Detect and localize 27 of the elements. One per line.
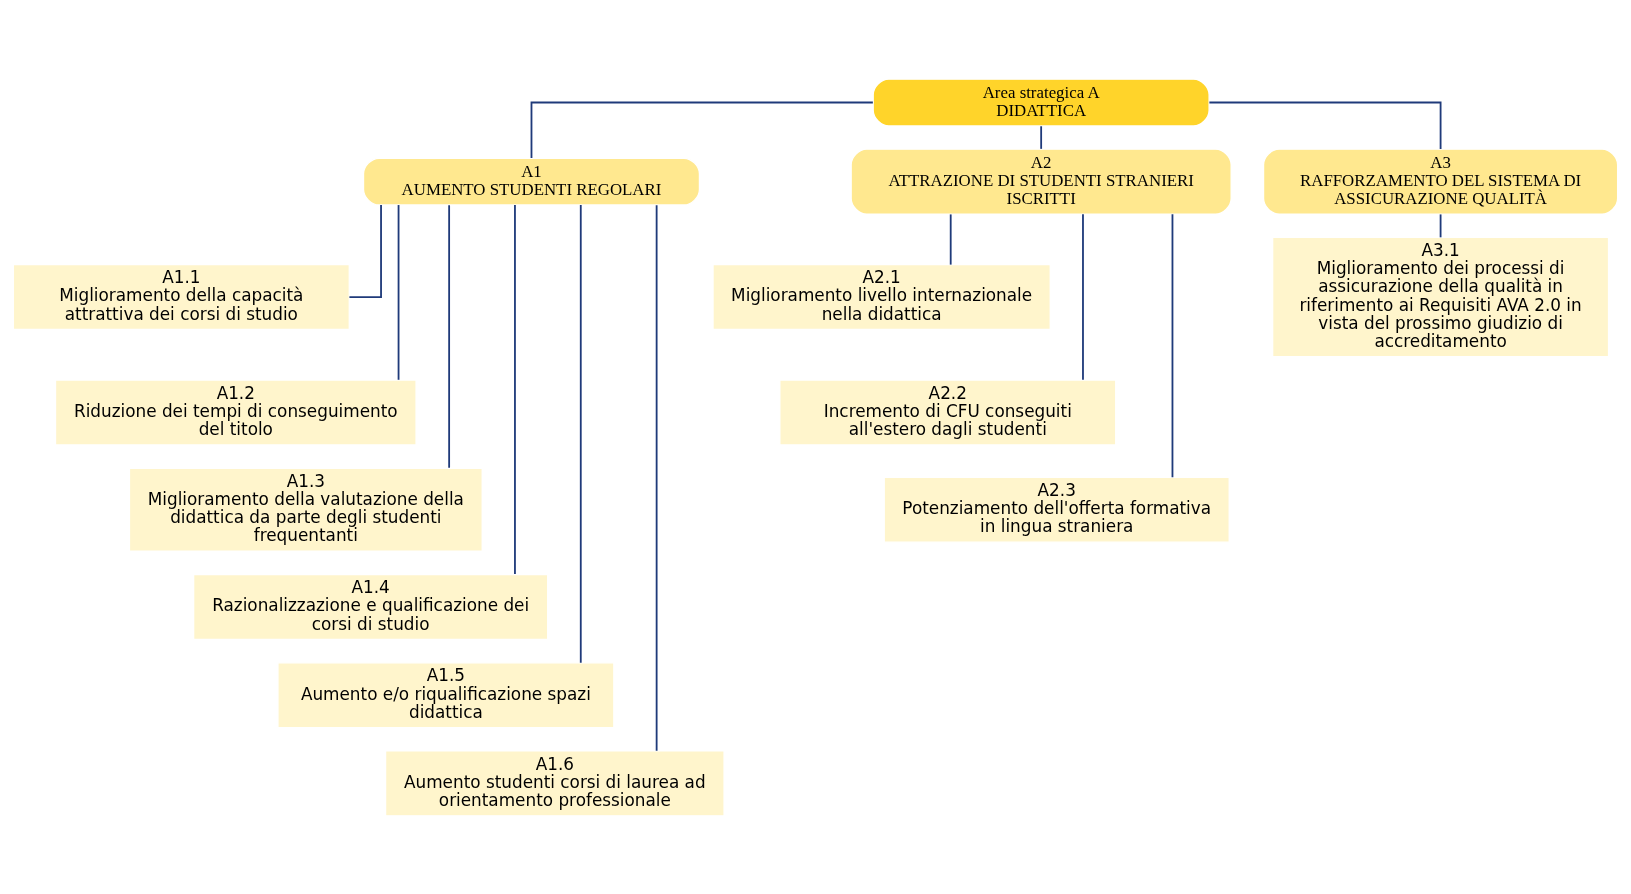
node-box: A2 ATTRAZIONE DI STUDENTI STRANIERI ISCRITTI [850,148,1232,215]
connector [530,101,874,159]
node-box: A1 AUMENTO STUDENTI REGOLARI [362,157,701,206]
node-box: A2.1 Miglioramento livello internazionale nella didattica [712,263,1051,330]
node-box: A1.6 Aumento studenti corsi di laurea ad orientamento professionale [384,749,725,816]
node-box: A2.2 Incremento di CFU conseguiti all'estero dagli studenti [779,378,1117,446]
node-box: A3.1 Miglioramento dei processi di assicurazione della qualità in riferimento ai Requisiti AVA 2.0 in vista del prossimo giudizio di accreditamento [1272,236,1610,357]
node-box: Area strategica A DIDATTICA [872,78,1210,127]
node-box: A1.4 Razionalizzazione e qualificazione dei corsi di studio [193,573,549,640]
connector [1082,212,1084,381]
connector [1439,213,1442,238]
connector [579,203,582,664]
node-box: A2.3 Potenziamento dell'offerta formativa in lingua straniera [883,476,1230,543]
connector [655,203,658,752]
connector [949,213,952,266]
node-box: A3 RAFFORZAMENTO DEL SISTEMA DI ASSICURAZIONE QUALITÀ [1262,148,1619,215]
connector [397,203,400,381]
connector [1171,212,1174,478]
connector [1208,101,1442,150]
connector [448,203,451,469]
node-box: A1.1 Miglioramento della capacità attrattiva dei corsi di studio [12,263,350,330]
connector [1040,124,1043,150]
node-box: A1.5 Aumento e/o riqualificazione spazi didattica [277,661,615,728]
connector [514,203,516,575]
connector [348,203,382,298]
node-box: A1.2 Riduzione dei tempi di conseguimento del titolo [54,378,417,446]
node-box: A1.3 Miglioramento della valutazione della didattica da parte degli studenti frequentanti [128,467,483,552]
